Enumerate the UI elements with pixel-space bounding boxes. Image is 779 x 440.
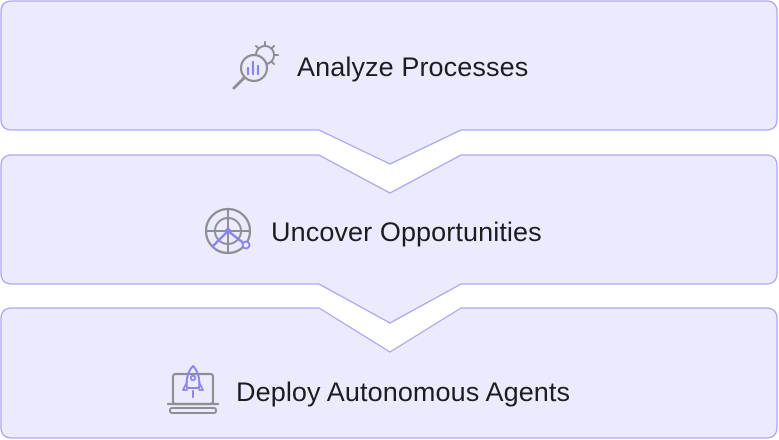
radar-target-icon xyxy=(204,207,252,255)
laptop-rocket-icon xyxy=(166,365,220,414)
step-box-analyze xyxy=(0,0,778,165)
analytics-magnifier-gear-icon xyxy=(232,41,279,90)
step-label-deploy: Deploy Autonomous Agents xyxy=(236,377,570,407)
step-box-deploy xyxy=(0,307,778,439)
step-box-uncover xyxy=(0,154,778,324)
step-label-analyze: Analyze Processes xyxy=(297,52,528,82)
step-label-uncover: Uncover Opportunities xyxy=(271,217,542,247)
